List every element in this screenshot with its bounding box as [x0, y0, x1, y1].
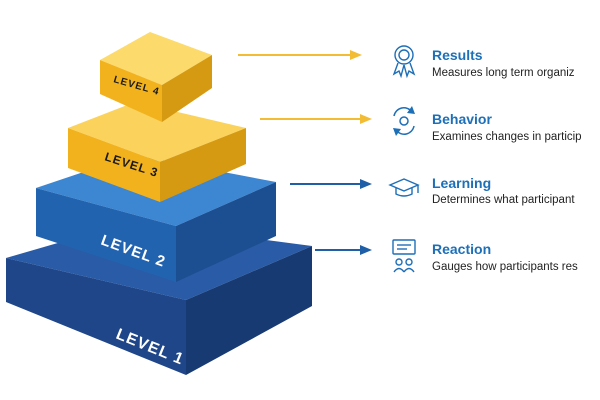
level-4-top-face — [100, 32, 212, 85]
reaction-description: Gauges how participants res — [432, 261, 578, 273]
level-2-right-face — [176, 182, 276, 282]
level-4-right-face — [162, 55, 212, 122]
learning-title: Learning — [432, 175, 492, 191]
level-2-left-face — [36, 188, 176, 282]
level-1-left-face — [6, 258, 186, 375]
award-ribbon-icon — [392, 45, 416, 79]
arrow-level-4 — [238, 50, 362, 60]
feedback-board-icon — [392, 239, 416, 273]
arrow-level-2 — [290, 179, 372, 189]
level-3-block: LEVEL 3 — [68, 102, 246, 202]
level-3-top-face — [68, 102, 246, 162]
results-description: Measures long term organiz — [432, 67, 575, 79]
reaction-title: Reaction — [432, 241, 492, 257]
results-title: Results — [432, 47, 483, 63]
behavior-description: Examines changes in particip — [432, 131, 582, 143]
level-4-block: LEVEL 4 — [100, 32, 212, 122]
graduation-cap-icon — [388, 178, 420, 197]
level-3-left-face — [68, 128, 160, 202]
arrow-level-3 — [260, 114, 372, 124]
cycle-arrows-icon — [393, 106, 415, 136]
arrow-level-1 — [315, 245, 372, 255]
learning-description: Determines what participant — [432, 194, 575, 206]
level-1-right-face — [186, 246, 312, 375]
level-4-left-face — [100, 60, 162, 122]
level-3-right-face — [160, 128, 246, 202]
behavior-title: Behavior — [432, 111, 492, 127]
